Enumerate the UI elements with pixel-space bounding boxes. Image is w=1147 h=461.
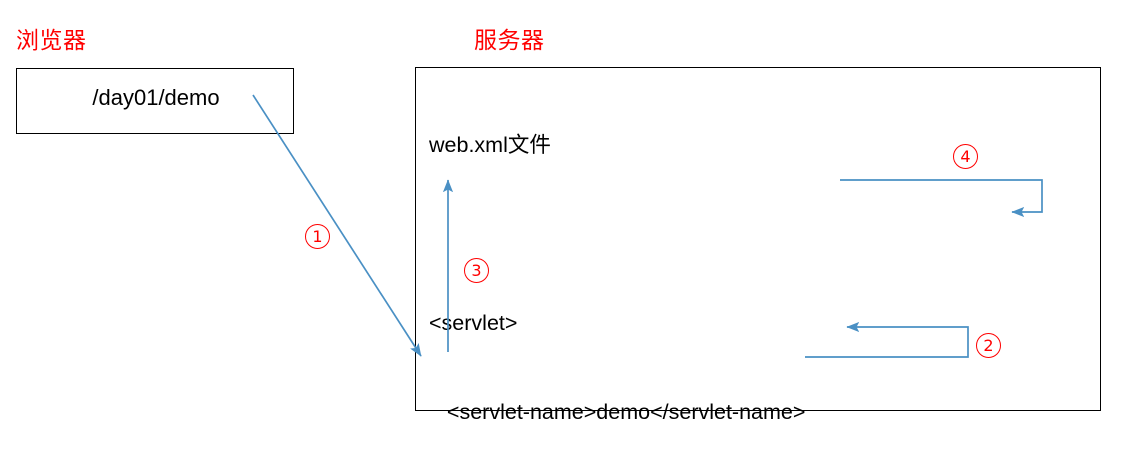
browser-section-title: 浏览器 bbox=[16, 28, 87, 54]
server-section-title: 服务器 bbox=[474, 28, 545, 54]
code-line-servlet-name-1: <servlet-name>demo</servlet-name> bbox=[429, 399, 806, 424]
step-marker-3: 3 bbox=[464, 258, 489, 283]
step-marker-2: 2 bbox=[976, 333, 1001, 358]
code-line-file-label: web.xml文件 bbox=[429, 133, 551, 158]
code-line-servlet-open: <servlet> bbox=[429, 310, 518, 335]
web-xml-code-block: web.xml文件 <servlet> <servlet-name>demo</… bbox=[429, 72, 1089, 461]
browser-url-text: /day01/demo bbox=[92, 85, 220, 110]
step-marker-1: 1 bbox=[305, 224, 330, 249]
arrow-1-request-path bbox=[252, 94, 422, 357]
browser-box: /day01/demo bbox=[16, 68, 294, 134]
step-marker-4: 4 bbox=[953, 144, 978, 169]
